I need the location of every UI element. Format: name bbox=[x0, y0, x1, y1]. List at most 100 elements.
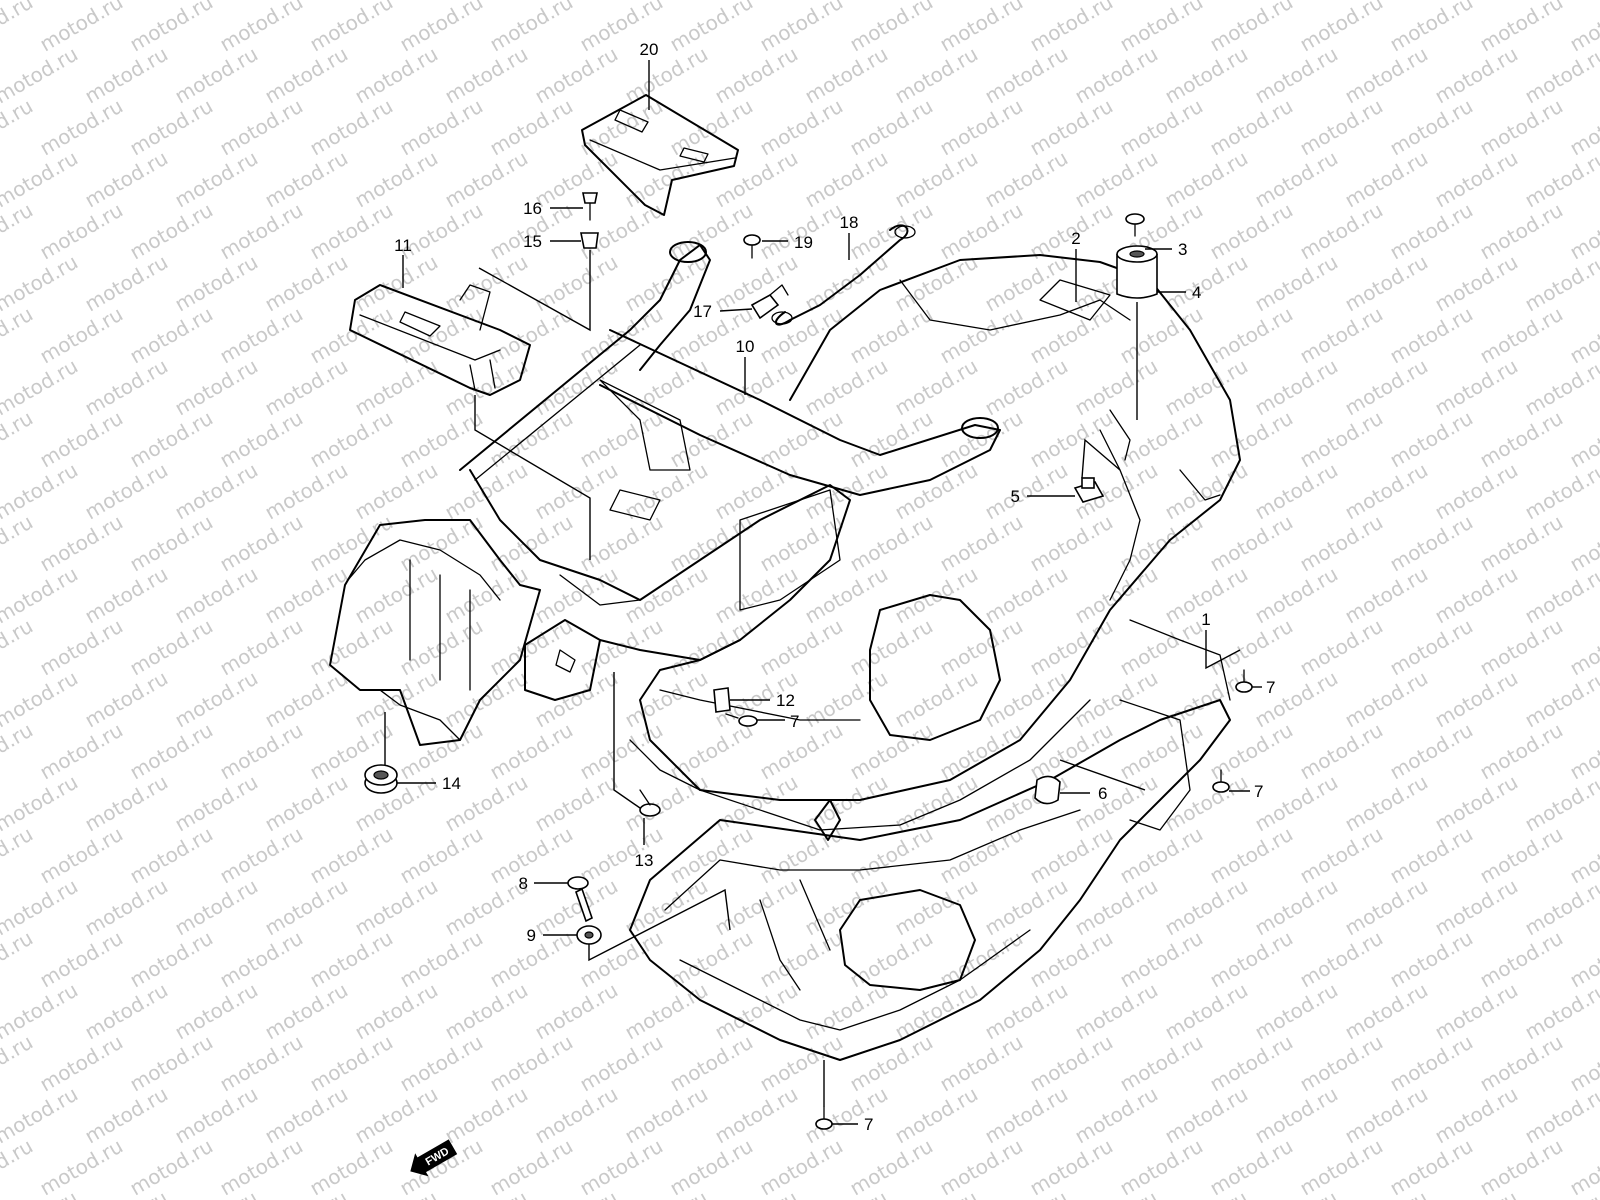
watermark-text: motod.ru bbox=[936, 1030, 1027, 1097]
watermark-text: motod.ru bbox=[576, 718, 667, 785]
watermark-text: motod.ru bbox=[846, 614, 937, 681]
watermark-text: motod.ru bbox=[1476, 1134, 1567, 1200]
callout-2: 2 bbox=[1071, 229, 1080, 248]
watermark-text: motod.ru bbox=[216, 718, 307, 785]
watermark-text: motod.ru bbox=[441, 1186, 532, 1200]
collar-4-icon bbox=[1116, 245, 1158, 299]
watermark-text: motod.ru bbox=[891, 666, 982, 733]
watermark-text: motod.ru bbox=[1206, 614, 1297, 681]
watermark-text: motod.ru bbox=[666, 0, 757, 56]
washer-9-icon bbox=[576, 925, 602, 945]
callout-7-d: 7 bbox=[864, 1115, 873, 1134]
watermark-text: motod.ru bbox=[531, 1186, 622, 1200]
watermark-text: motod.ru bbox=[216, 1030, 307, 1097]
watermark-text: motod.ru bbox=[756, 198, 847, 265]
watermark-text: motod.ru bbox=[531, 250, 622, 317]
watermark-text: motod.ru bbox=[936, 0, 1027, 56]
watermark-text: motod.ru bbox=[846, 926, 937, 993]
watermark-text: motod.ru bbox=[0, 874, 82, 941]
watermark-text: motod.ru bbox=[1431, 562, 1522, 629]
watermark-text: motod.ru bbox=[1296, 510, 1387, 577]
watermark-text: motod.ru bbox=[1341, 770, 1432, 837]
watermark-text: motod.ru bbox=[1116, 510, 1207, 577]
part-bracket-box bbox=[349, 284, 531, 396]
watermark-text: motod.ru bbox=[1161, 770, 1252, 837]
watermark-text: motod.ru bbox=[486, 94, 577, 161]
watermark-text: motod.ru bbox=[126, 822, 217, 889]
watermark-text: motod.ru bbox=[936, 614, 1027, 681]
watermark-text: motod.ru bbox=[216, 94, 307, 161]
callout-4: 4 bbox=[1192, 283, 1201, 302]
watermark-text: motod.ru bbox=[441, 146, 532, 213]
hardware-items bbox=[364, 192, 1253, 1130]
watermark-text: motod.ru bbox=[756, 406, 847, 473]
watermark-text: motod.ru bbox=[1026, 0, 1117, 56]
watermark-text: motod.ru bbox=[0, 42, 82, 109]
watermark-text: motod.ru bbox=[1431, 146, 1522, 213]
watermark-text: motod.ru bbox=[81, 146, 172, 213]
watermark-text: motod.ru bbox=[1026, 1030, 1117, 1097]
watermark-text: motod.ru bbox=[1296, 1030, 1387, 1097]
watermark-text: motod.ru bbox=[1476, 0, 1567, 56]
watermark-text: motod.ru bbox=[981, 146, 1072, 213]
watermark-text: motod.ru bbox=[351, 146, 442, 213]
watermark-text: motod.ru bbox=[441, 458, 532, 525]
watermark-text: motod.ru bbox=[1296, 718, 1387, 785]
watermark-text: motod.ru bbox=[1476, 302, 1567, 369]
watermark-text: motod.ru bbox=[126, 510, 217, 577]
watermark-text: motod.ru bbox=[1476, 1030, 1567, 1097]
watermark-text: motod.ru bbox=[1071, 1186, 1162, 1200]
watermark-text: motod.ru bbox=[666, 718, 757, 785]
watermark-text: motod.ru bbox=[666, 614, 757, 681]
watermark-text: motod.ru bbox=[81, 666, 172, 733]
watermark-text: motod.ru bbox=[306, 302, 397, 369]
watermark-text: motod.ru bbox=[891, 562, 982, 629]
callout-10: 10 bbox=[736, 337, 755, 356]
watermark-text: motod.ru bbox=[1476, 614, 1567, 681]
watermark-text: motod.ru bbox=[621, 354, 712, 421]
watermark-text: motod.ru bbox=[756, 1030, 847, 1097]
watermark-text: motod.ru bbox=[171, 770, 262, 837]
watermark-text: motod.ru bbox=[756, 0, 847, 56]
watermark-text: motod.ru bbox=[486, 718, 577, 785]
watermark-text: motod.ru bbox=[81, 1186, 172, 1200]
watermark-text: motod.ru bbox=[1251, 1082, 1342, 1149]
screw-16-icon bbox=[582, 192, 598, 221]
watermark-text: motod.ru bbox=[486, 0, 577, 56]
watermark-text: motod.ru bbox=[666, 1134, 757, 1200]
watermark-text: motod.ru bbox=[306, 0, 397, 56]
watermark-text: motod.ru bbox=[171, 42, 262, 109]
watermark-text: motod.ru bbox=[981, 1082, 1072, 1149]
watermark-text: motod.ru bbox=[36, 822, 127, 889]
watermark-text: motod.ru bbox=[306, 822, 397, 889]
watermark-text: motod.ru bbox=[1341, 1186, 1432, 1200]
watermark-text: motod.ru bbox=[1341, 146, 1432, 213]
callout-9: 9 bbox=[527, 926, 536, 945]
watermark-text: motod.ru bbox=[1521, 666, 1600, 733]
watermark-text: motod.ru bbox=[441, 562, 532, 629]
watermark-text: motod.ru bbox=[171, 458, 262, 525]
watermark-text: motod.ru bbox=[846, 198, 937, 265]
watermark-text: motod.ru bbox=[171, 562, 262, 629]
watermark-text: motod.ru bbox=[441, 666, 532, 733]
watermark-text: motod.ru bbox=[306, 1030, 397, 1097]
watermark-text: motod.ru bbox=[1026, 406, 1117, 473]
watermark-text: motod.ru bbox=[1251, 354, 1342, 421]
watermark-text: motod.ru bbox=[1431, 874, 1522, 941]
watermark-text: motod.ru bbox=[846, 1030, 937, 1097]
watermark-text: motod.ru bbox=[1026, 926, 1117, 993]
watermark-text: motod.ru bbox=[36, 1134, 127, 1200]
watermark-text: motod.ru bbox=[711, 146, 802, 213]
watermark-text: motod.ru bbox=[81, 354, 172, 421]
watermark-text: motod.ru bbox=[36, 94, 127, 161]
watermark-text: motod.ru bbox=[1251, 1186, 1342, 1200]
watermark-text: motod.ru bbox=[36, 926, 127, 993]
watermark-text: motod.ru bbox=[846, 1134, 937, 1200]
callout-8: 8 bbox=[519, 874, 528, 893]
watermark-text: motod.ru bbox=[81, 42, 172, 109]
callout-5: 5 bbox=[1011, 487, 1020, 506]
watermark-text: motod.ru bbox=[0, 770, 82, 837]
watermark-text: motod.ru bbox=[1431, 250, 1522, 317]
watermark-text: motod.ru bbox=[1521, 770, 1600, 837]
watermark-text: motod.ru bbox=[1341, 250, 1432, 317]
